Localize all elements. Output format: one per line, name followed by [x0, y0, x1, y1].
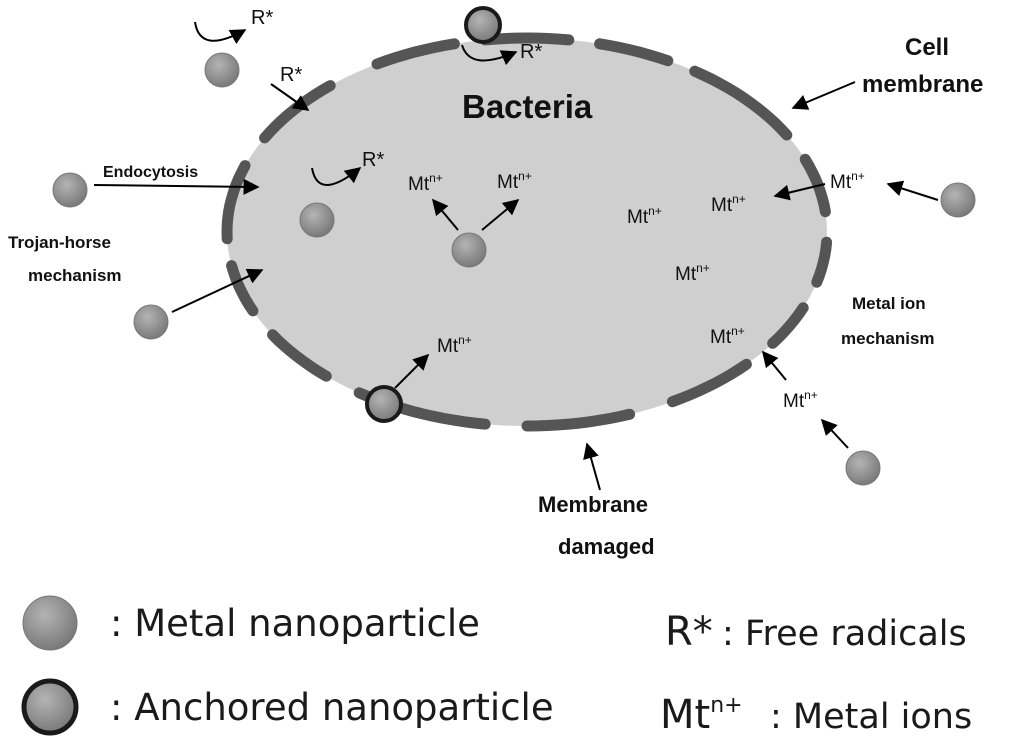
membrane-damaged-arrow [583, 442, 601, 491]
endocytosis-label: Endocytosis [103, 164, 198, 181]
metal-ion-label: Mtn+ [830, 169, 865, 193]
membrane-segment [594, 38, 674, 67]
radical-label: R* [520, 41, 542, 63]
radical-curved-arrow [461, 44, 518, 66]
legend-metal-nanoparticle-text: : Metal nanoparticle [110, 602, 480, 645]
membrane-damaged-label-2: damaged [558, 534, 655, 559]
anchored-nanoparticle [365, 385, 403, 423]
metal-nanoparticle [940, 182, 976, 218]
membrane-damaged-label-1: Membrane [538, 492, 648, 517]
legend-radical-text: : Free radicals [722, 614, 967, 654]
membrane-segment [767, 302, 809, 349]
endocytosis-arrow [93, 178, 260, 195]
anchored-nanoparticle [464, 6, 502, 44]
cell-membrane-label-2: membrane [862, 71, 983, 98]
legend-metal-nanoparticle-icon [22, 595, 78, 651]
metal-ion-label: Mtn+ [711, 192, 746, 216]
membrane-segment [811, 236, 833, 288]
membrane-segment [479, 32, 575, 46]
cell-membrane-arrow [791, 81, 856, 110]
legend-radical-symbol: R* [665, 609, 713, 655]
metal-nanoparticle [133, 304, 169, 340]
radical-entry-arrow [270, 83, 310, 111]
legend-ion-symbol: Mtn+ [660, 692, 743, 738]
membrane-segment [226, 260, 259, 317]
membrane-segment [689, 65, 793, 141]
ion-release-arrow [431, 198, 459, 231]
trojan-label-1: Trojan-horse [8, 233, 111, 252]
radical-curved-arrow [194, 21, 247, 44]
metal-nanoparticle [299, 202, 335, 238]
metal-ion-label-2: mechanism [841, 329, 935, 348]
metal-ion-label: Mtn+ [408, 171, 443, 195]
ion-entry-arrow [761, 350, 787, 381]
metal-ion-label: Mtn+ [783, 388, 818, 412]
legend-anchored-nanoparticle-icon [21, 678, 79, 736]
bacteria-title: Bacteria [462, 88, 593, 125]
radical-curved-arrow [311, 166, 362, 186]
metal-nanoparticle [204, 52, 240, 88]
trojan-entry-arrow [171, 268, 264, 313]
membrane-segment [221, 160, 251, 245]
cell-membrane-label-1: Cell [905, 34, 949, 61]
radical-label: R* [362, 149, 384, 171]
ion-release-arrow [481, 198, 520, 231]
metal-nanoparticle [52, 172, 88, 208]
ion-entry-arrow [773, 183, 826, 201]
membrane-segment [267, 329, 332, 382]
legend-ion-text: : Metal ions [770, 697, 972, 737]
membrane-segment [371, 38, 460, 70]
metal-ion-label: Mtn+ [710, 324, 745, 348]
ion-release-arrow [820, 418, 849, 449]
cell-membrane [221, 32, 833, 432]
metal-ion-label: Mtn+ [437, 333, 472, 357]
ion-release-arrow [886, 180, 939, 201]
metal-ion-label: Mtn+ [675, 261, 710, 285]
metal-nanoparticle [845, 450, 881, 486]
metal-ion-label: Mtn+ [627, 204, 662, 228]
membrane-segment [521, 408, 636, 432]
metal-ion-label-1: Metal ion [852, 294, 926, 313]
trojan-label-2: mechanism [28, 266, 122, 285]
radical-label: R* [280, 64, 302, 86]
legend-anchored-nanoparticle-text: : Anchored nanoparticle [110, 686, 554, 729]
metal-ion-label: Mtn+ [497, 169, 532, 193]
bacteria-cell-body [227, 38, 827, 426]
ion-release-arrow [394, 353, 430, 389]
metal-nanoparticle [451, 232, 487, 268]
membrane-segment [666, 358, 752, 408]
radical-label: R* [251, 7, 273, 29]
